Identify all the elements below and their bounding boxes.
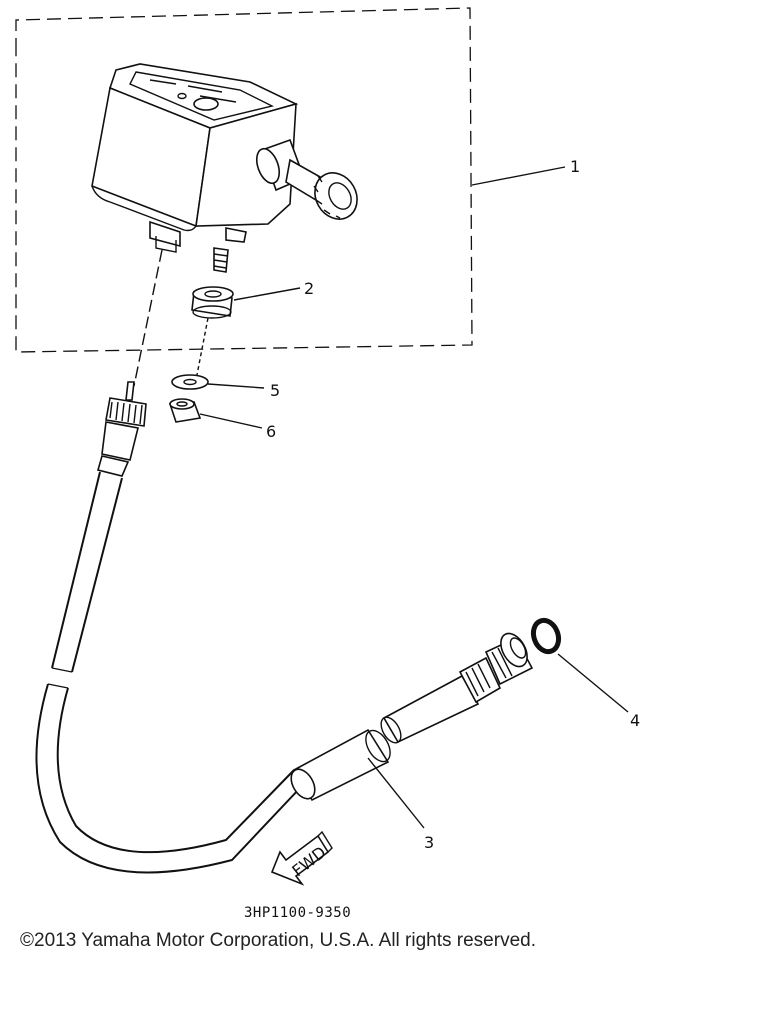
leader-line-3 bbox=[367, 757, 425, 829]
cable-upper-fitting bbox=[97, 381, 147, 477]
o-ring-part-4 bbox=[530, 617, 562, 655]
reset-knob bbox=[255, 138, 358, 220]
leader-line-2 bbox=[233, 287, 301, 301]
washer-part-5 bbox=[171, 374, 209, 390]
leader-line-6 bbox=[199, 413, 263, 429]
copyright-notice: ©2013 Yamaha Motor Corporation, U.S.A. A… bbox=[20, 930, 536, 951]
threaded-stud bbox=[213, 247, 229, 273]
callout-1: 1 bbox=[570, 157, 580, 176]
leader-line-5 bbox=[207, 383, 265, 389]
callout-5: 5 bbox=[270, 381, 280, 400]
callout-3: 3 bbox=[424, 833, 434, 852]
leader-line-4 bbox=[557, 653, 629, 713]
speedometer-meter bbox=[91, 63, 299, 253]
assembly-axis-line bbox=[195, 317, 209, 381]
speedometer-cable-part-3 bbox=[35, 471, 534, 874]
fwd-arrow-icon: FWD bbox=[270, 830, 333, 886]
callout-6: 6 bbox=[266, 422, 276, 441]
cable-connection-line bbox=[133, 249, 163, 387]
callout-2: 2 bbox=[304, 279, 314, 298]
assembly-boundary bbox=[15, 7, 473, 353]
nut-part-6 bbox=[168, 398, 202, 423]
diagram-part-number: 3HP1100-9350 bbox=[244, 905, 351, 921]
grommet-part-2 bbox=[191, 286, 234, 319]
leader-line-1 bbox=[471, 166, 566, 186]
callout-4: 4 bbox=[630, 711, 640, 730]
